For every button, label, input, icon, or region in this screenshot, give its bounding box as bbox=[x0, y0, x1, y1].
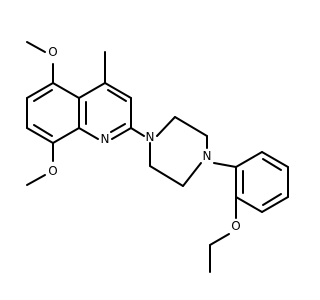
bond-ph-2-inner bbox=[262, 158, 282, 171]
bond-c5-c6 bbox=[26, 82, 54, 99]
bond-c8-c8a bbox=[52, 127, 80, 144]
atom-o-methoxy-5: O bbox=[48, 45, 57, 59]
bond-c4-c3-inner bbox=[107, 89, 127, 102]
bond-pip-1 bbox=[156, 116, 176, 137]
bond-ph-2 bbox=[261, 151, 289, 168]
bond-npip-aryl bbox=[213, 162, 237, 168]
bond-ph-4-inner bbox=[262, 193, 282, 206]
bond-o-ch3-bottom bbox=[26, 174, 46, 186]
bond-n1-c8a bbox=[78, 127, 99, 140]
bond-ph-5 bbox=[235, 196, 263, 213]
bond-c2-n1 bbox=[111, 127, 132, 140]
atom-n-piperazine-1: N bbox=[146, 130, 155, 144]
bond-c4-c4a bbox=[78, 82, 106, 99]
bond-c4-c3 bbox=[104, 82, 132, 99]
bonds bbox=[26, 41, 289, 273]
bond-pip-2 bbox=[174, 116, 208, 137]
bond-ph-1 bbox=[235, 151, 263, 168]
bond-c7-c8-inner bbox=[33, 124, 53, 137]
bond-ph-4 bbox=[261, 196, 289, 213]
bond-c2-npip bbox=[130, 127, 145, 137]
atom-n-piperazine-2: N bbox=[203, 149, 212, 163]
atom-o-methoxy-8: O bbox=[48, 164, 57, 178]
atom-o-ethoxy: O bbox=[231, 219, 240, 233]
bond-o-ch2 bbox=[209, 233, 230, 246]
bond-c2-n1-inner bbox=[110, 123, 126, 133]
bond-c7-c8 bbox=[26, 127, 54, 144]
molecule-structure: N N N O O O bbox=[26, 41, 289, 273]
atom-n-quinoline: N bbox=[101, 132, 110, 146]
bond-c4a-c5 bbox=[52, 82, 80, 99]
bond-c5-c6-inner bbox=[33, 89, 53, 102]
bond-o-ch3-top bbox=[26, 41, 46, 53]
atom-labels: N N N O O O bbox=[48, 45, 240, 233]
bond-pip-4 bbox=[182, 162, 202, 187]
bond-pip-5 bbox=[149, 165, 184, 187]
